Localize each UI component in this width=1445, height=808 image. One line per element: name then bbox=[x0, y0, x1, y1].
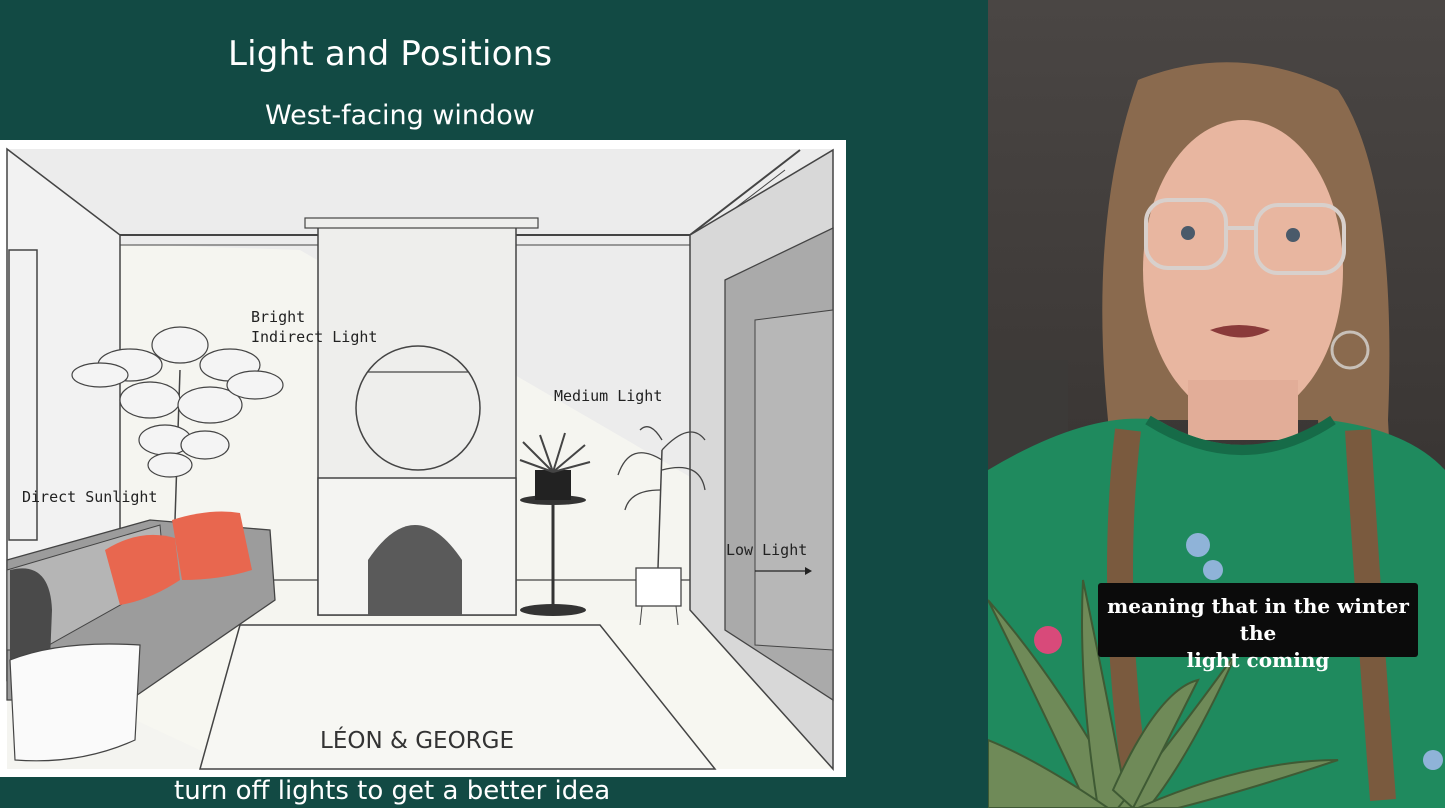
subtitle-line-1: meaning that in the winter the bbox=[1107, 594, 1409, 645]
label-bright: Bright bbox=[251, 308, 305, 326]
tall-plant bbox=[617, 426, 706, 511]
fiddle-leaf-fig bbox=[71, 326, 284, 478]
fireplace-opening bbox=[368, 525, 462, 615]
earring bbox=[1330, 330, 1370, 370]
presenter-video bbox=[988, 0, 1445, 808]
orange-cushion-2 bbox=[172, 511, 252, 580]
brand-logo: LÉON & GEORGE bbox=[320, 726, 514, 754]
embroidery-flower bbox=[1186, 533, 1210, 557]
dark-cushion bbox=[10, 568, 52, 660]
rug bbox=[199, 624, 717, 770]
left-window bbox=[8, 249, 38, 541]
mouth bbox=[1210, 325, 1270, 338]
label-direct-sunlight: Direct Sunlight bbox=[22, 488, 157, 506]
label-low-light: Low Light bbox=[726, 541, 807, 559]
black-pot bbox=[535, 470, 571, 500]
room-light-illustration: Bright Indirect Light Medium Light Direc… bbox=[0, 140, 846, 777]
aloe-plant bbox=[988, 579, 1339, 808]
orange-cushion-1 bbox=[105, 534, 180, 605]
small-plant bbox=[519, 432, 591, 473]
face bbox=[1143, 120, 1343, 420]
slide-caption: turn off lights to get a better idea bbox=[174, 776, 611, 806]
room-drawing: Bright Indirect Light Medium Light Direc… bbox=[6, 147, 834, 771]
slide-subtitle: West-facing window bbox=[265, 100, 535, 131]
throw-blanket bbox=[9, 643, 141, 762]
label-medium-light: Medium Light bbox=[554, 387, 662, 405]
video-subtitle: meaning that in the winter the light com… bbox=[1098, 583, 1418, 672]
label-indirect-light: Indirect Light bbox=[251, 328, 377, 346]
white-planter bbox=[635, 567, 682, 607]
presenter-scene bbox=[988, 0, 1445, 808]
slide-title: Light and Positions bbox=[228, 34, 553, 74]
glasses bbox=[1144, 198, 1228, 270]
round-mirror bbox=[355, 345, 481, 471]
subtitle-line-2: light coming bbox=[1186, 648, 1330, 672]
